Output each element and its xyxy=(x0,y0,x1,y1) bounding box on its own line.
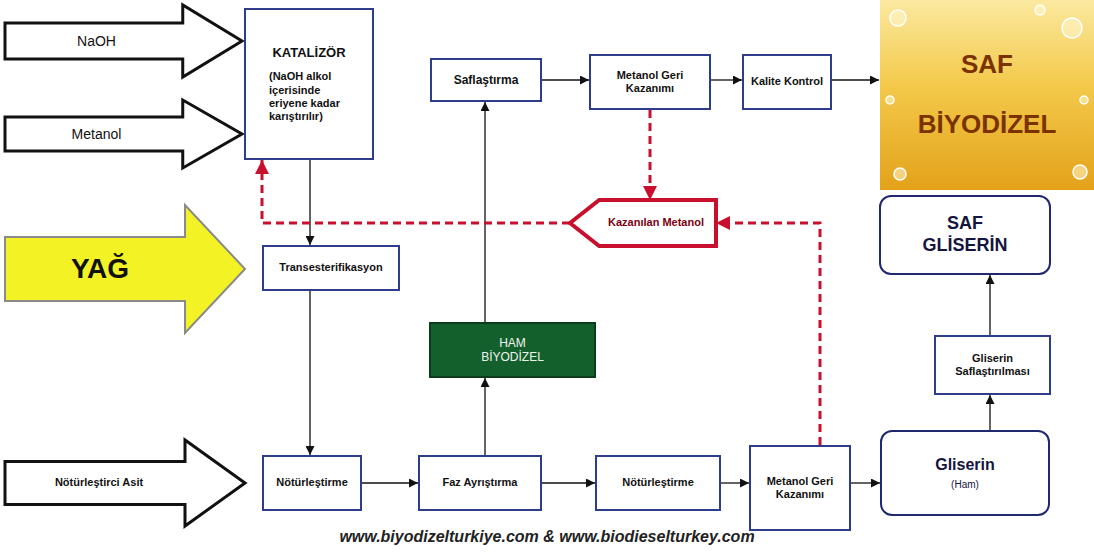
process-box: Saflaştırma xyxy=(430,58,542,102)
input-arrow: NaOH xyxy=(5,5,242,77)
flow-arrow xyxy=(711,79,742,80)
node-text: Transesterifikasyon xyxy=(279,261,382,274)
product-label: SAF BİYODİZEL xyxy=(879,0,1094,190)
node-text: YAĞ xyxy=(71,252,129,286)
product-box: HAM BİYODİZEL xyxy=(429,322,596,378)
node-text: Faz Ayrıştırma xyxy=(443,476,518,489)
input-arrow-shape xyxy=(5,440,245,526)
input-arrow-shape xyxy=(5,205,245,333)
flow-arrow xyxy=(989,275,990,335)
node-text: SAF BİYODİZEL xyxy=(902,35,1072,155)
input-arrow: YAĞ xyxy=(5,205,245,333)
bubbles xyxy=(886,5,1088,180)
node-text: KATALİZÖR xyxy=(272,45,345,61)
node-text: Saflaştırma xyxy=(454,73,519,87)
flow-arrow xyxy=(832,79,879,80)
flow-arrow xyxy=(542,482,595,483)
process-box: Transesterifikasyon xyxy=(262,245,400,291)
catalyst-box: KATALİZÖR (NaOH alkol içerisinde eriyene … xyxy=(244,8,374,160)
input-arrow: Metanol xyxy=(5,100,242,168)
input-arrow-shape xyxy=(5,100,242,168)
flow-arrow xyxy=(309,160,310,245)
product-box: Gliserin (Ham) xyxy=(880,430,1050,516)
node-subtext: (Ham) xyxy=(951,479,979,491)
node-text: Nötürleştirme xyxy=(622,476,694,489)
product-box: SAF GLİSERİN xyxy=(879,195,1051,275)
recycle-line xyxy=(262,160,570,223)
watermark: www.biyodizelturkiye.com & www.biodiesel… xyxy=(0,528,1094,546)
input-arrow-outline xyxy=(5,5,242,77)
recycle-line xyxy=(649,110,652,200)
node-text: Gliserin Saflaştırılması xyxy=(941,352,1044,378)
node-text: Kazanılan Metanol xyxy=(608,216,704,229)
flow-arrow xyxy=(309,291,310,455)
recycle-arrow: Kazanılan Metanol xyxy=(570,200,716,246)
process-box: Nötürleştirme xyxy=(262,455,362,511)
node-text: Nötürleştirci Asit xyxy=(55,476,143,489)
flow-arrow xyxy=(362,482,418,483)
recycle-line xyxy=(716,223,820,445)
process-box: Faz Ayrıştırma xyxy=(418,455,542,511)
flow-arrow xyxy=(989,395,990,430)
process-box: Gliserin Saflaştırılması xyxy=(934,335,1051,395)
recycle-arrow-shape xyxy=(570,200,716,246)
node-text: Metanol Geri Kazanımı xyxy=(757,475,843,501)
process-box: Kalite Kontrol xyxy=(742,54,832,110)
node-subtext: (NaOH alkol içerisinde eriyene kadar kar… xyxy=(269,70,349,123)
flow-arrow xyxy=(851,482,880,483)
process-box: Nötürleştirme xyxy=(595,455,721,511)
fuel-background xyxy=(880,0,1094,190)
input-arrow-shape xyxy=(5,5,242,77)
flow-arrow xyxy=(721,482,749,483)
flow-arrow xyxy=(484,102,485,322)
node-text: Gliserin xyxy=(935,455,995,474)
node-text: HAM BİYODİZEL xyxy=(471,336,554,365)
process-box: Metanol Geri Kazanımı xyxy=(589,54,711,110)
node-text: Metanol Geri Kazanımı xyxy=(597,69,703,95)
node-text: SAF GLİSERİN xyxy=(911,213,1019,256)
flow-arrow xyxy=(542,79,589,80)
process-box: Metanol Geri Kazanımı xyxy=(749,445,851,531)
node-text: Kalite Kontrol xyxy=(751,75,823,88)
node-text: NaOH xyxy=(77,33,116,50)
input-arrow-outline xyxy=(5,100,242,168)
node-text: Metanol xyxy=(72,126,122,143)
node-text: Nötürleştirme xyxy=(276,476,348,489)
flow-arrow xyxy=(484,378,485,455)
input-arrow: Nötürleştirci Asit xyxy=(5,440,245,526)
